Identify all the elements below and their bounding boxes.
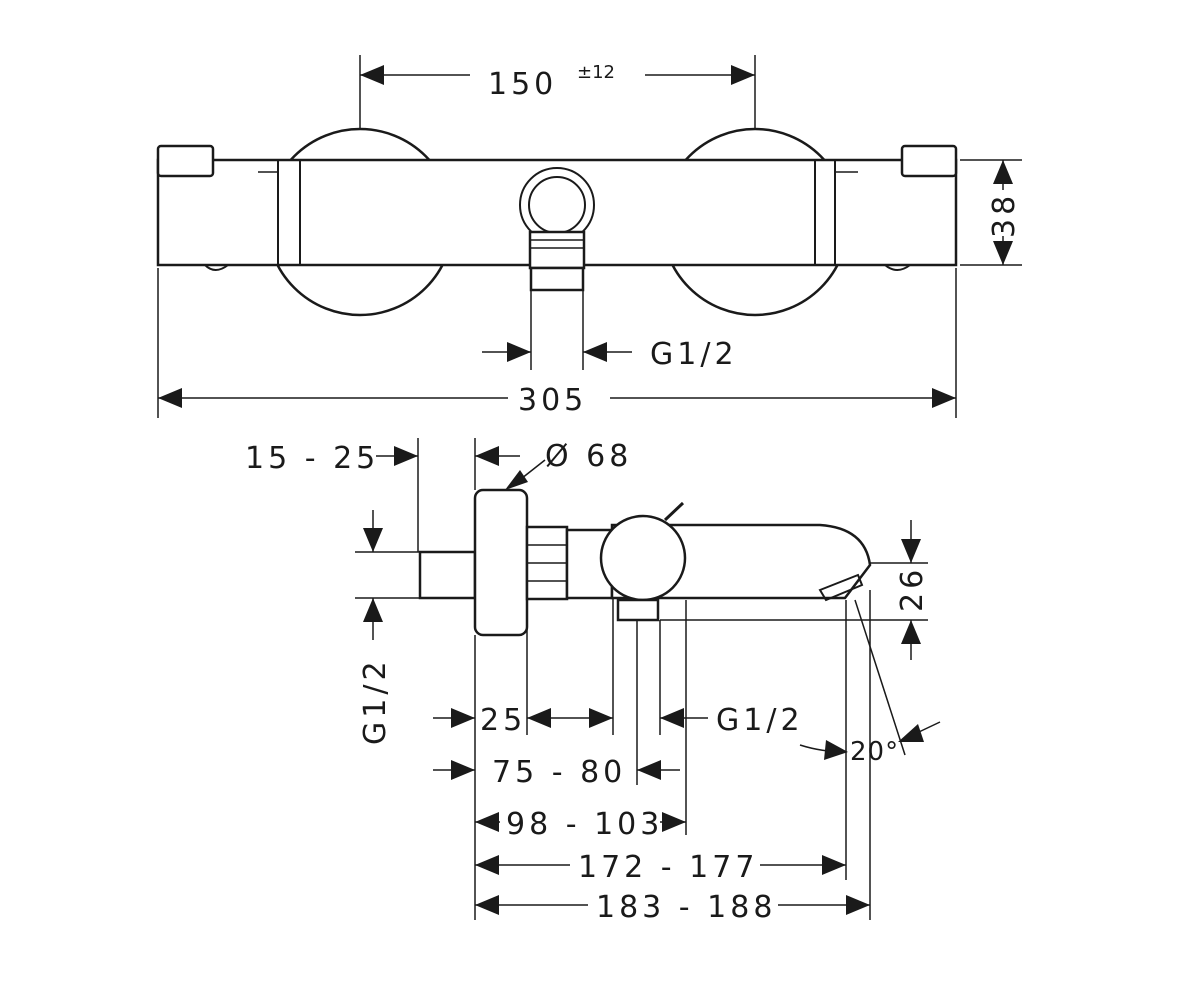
wall-flange [473,488,529,637]
dim-26-label: 26 [895,566,930,612]
dim-inlet-thread-label: G1/2 [358,657,393,745]
dim-spacing-tolerance: ±12 [577,62,615,83]
dim-172-177: 172 - 177 [475,850,846,885]
dim-outlet-thread-side-label: G1/2 [716,703,804,738]
dim-total-width-label: 305 [518,383,587,418]
inlet-pipe [418,550,477,600]
dim-angle: 20° [799,599,941,767]
dim-wall-offset-label: 15 - 25 [245,441,379,476]
handle-knob [599,514,687,602]
right-cap [900,144,958,178]
side-view: 15 - 25 Ø 68 G1/2 [245,438,941,925]
dim-angle-label: 20° [850,737,899,767]
dim-spacing-label: 150 [488,67,557,102]
dim-outlet-thread-label: G1/2 [650,337,738,372]
dim-wall-offset: 15 - 25 [245,438,419,552]
outlet-pipe [529,266,585,292]
dim-75-80-label: 75 - 80 [492,755,626,790]
dim-flange-dia: Ø 68 [474,438,632,490]
dim-outlet-thread-side: G1/2 [660,703,804,738]
dim-flange-dia-label: Ø 68 [545,439,632,474]
dim-75-80: 75 - 80 [433,755,680,790]
dim-25-label: 25 [480,703,526,738]
dim-26: 26 [660,520,930,660]
outlet-nut-side [616,598,660,622]
dim-inlet-thread: G1/2 [355,510,420,745]
dim-outlet-thread: G1/2 [482,290,738,372]
dim-height: 38 [960,159,1022,266]
front-view: 150 ±12 38 G1/2 [156,55,1022,418]
outlet-nut [528,230,586,270]
dim-height-label: 38 [987,192,1022,238]
dim-98-103-label: 98 - 103 [506,807,663,842]
dim-183-188-label: 183 - 188 [596,890,776,925]
dim-25: 25 [433,703,613,738]
dim-total-width: 305 [157,268,957,418]
dim-172-177-label: 172 - 177 [578,850,758,885]
dim-98-103: 98 - 103 [475,807,686,842]
dim-spacing: 150 ±12 [359,55,756,128]
dim-183-188: 183 - 188 [475,890,870,925]
left-cap [156,144,215,178]
